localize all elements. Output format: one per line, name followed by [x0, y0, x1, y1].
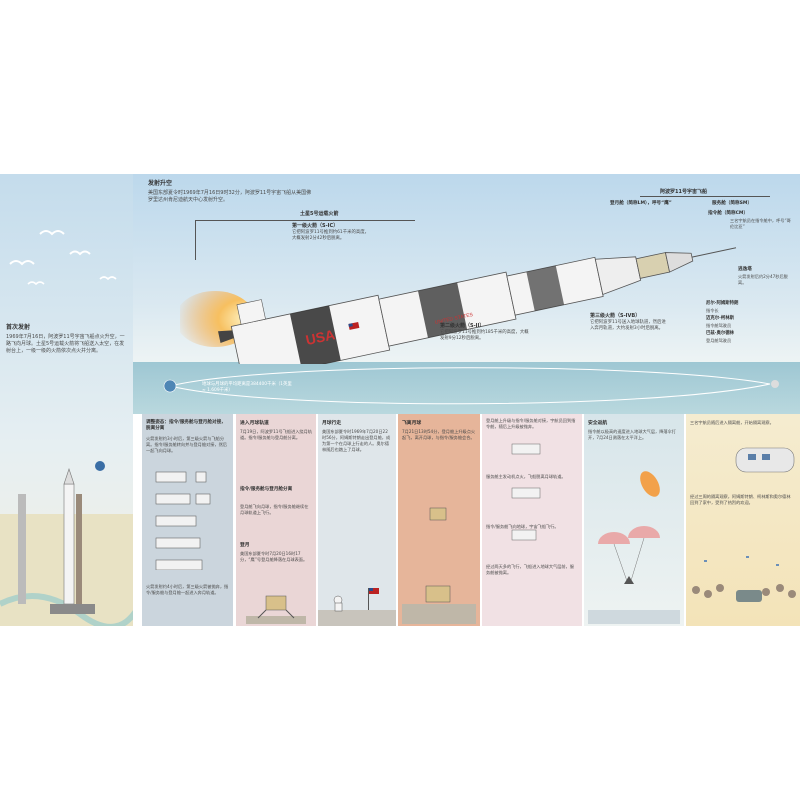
launch-body: 美国东部夏令时1969年7月16日9时32分，阿波罗11号宇宙飞船从美国佛罗里达… [148, 190, 312, 203]
panel-7-body: 三名宇航员随后进入隔离舱，开始隔离观察。 [690, 420, 774, 425]
return-sequence-illustration [511, 443, 541, 541]
label-stage2-title: 第二级火箭（S-II） [440, 323, 485, 329]
usa-text: USA [304, 326, 336, 348]
sea-band [133, 362, 800, 414]
earth-icon [163, 379, 177, 393]
label-lm: 登月舱（简称LM），呼号“鹰” [610, 201, 672, 206]
panel-6: 安全返航 指令舱以极高的速度进入地球大气层，降落伞打开，7月24日溅落在太平洋上… [584, 414, 684, 626]
crew-3-name: 巴兹·奥尔德林 [706, 331, 735, 336]
left-body: 1969年7月16日，阿波罗11号宇宙飞船点火升空，一路飞向月球。土星5号运载火… [6, 334, 125, 354]
crew-2-name: 迈克尔·柯林斯 [706, 316, 735, 321]
panel-1-title: 调整姿态：指令/服务舱与登月舱对接，脱离分离 [146, 420, 226, 431]
panel-4-body: 7月21日13时54分，登月舱上升级点火起飞，离开月球，与指令/服务舱会合。 [402, 429, 476, 440]
label-escape-body: 火箭发射后约2分47秒后脱离。 [738, 274, 788, 285]
book-spread: 首次发射 1969年7月16日，阿波罗11号宇宙飞船点火升空，一路飞向月球。土星… [0, 174, 800, 626]
panel-5-body3: 指令/服务舱飞向地球，宇宙飞船飞行。 [486, 524, 559, 529]
panel-4-title: 飞离月球 [402, 421, 422, 426]
ascent-illustration [402, 507, 476, 624]
left-title: 首次发射 [6, 324, 31, 331]
panel-7: 三名宇航员随后进入隔离舱，开始隔离观察。 经过三周的隔离观察，阿姆斯特朗、柯林斯… [686, 414, 800, 626]
panel-2-body3: 美国东部夏令时7月20日16时17分，“鹰”号登月舱降落在月球表面。 [240, 551, 308, 562]
panel-5-body2: 服务舱主发动机点火，飞船脱离月球轨道。 [486, 474, 566, 479]
leader-saturn-left [195, 220, 196, 260]
label-stage1-body: 它把阿波罗11号推到约61千米的高度，大概发射2分42秒后脱离。 [292, 230, 370, 241]
panel-2-body2: 登月舱飞向月球，指令/服务舱继续在月球轨道上飞行。 [240, 504, 309, 515]
panel-3-title: 月球行走 [322, 421, 342, 426]
panel-3: 月球行走 美国东部夏令时1969年7月20日22时56分，阿姆斯特朗走出登月舱，… [318, 414, 396, 626]
earth-moon-orbit-diagram [163, 367, 779, 405]
moonwalk-illustration [318, 588, 396, 626]
orbit-note: 地球与月球的平均距离是384400千米（1英里 ≈ 1.609千米） [202, 382, 292, 393]
label-stage2-body: 它把阿波罗11号推到约185千米的高度，大概发射9分12秒后脱离。 [440, 330, 529, 341]
panel-7-body2: 经过三周的隔离观察，阿姆斯特朗、柯林斯和奥尔德林回到了家中，受到了热烈的欢迎。 [690, 494, 791, 505]
leader-saturn [195, 220, 415, 221]
panel-3-body: 美国东部夏令时1969年7月20日22时56分，阿姆斯特朗走出登月舱，成为第一个… [322, 429, 391, 452]
docking-sequence-illustration [155, 471, 211, 570]
panel-1: 调整姿态：指令/服务舱与登月舱对接，脱离分离 火箭发射约3小时后，第三级火箭与飞… [142, 414, 233, 626]
launch-title: 发射升空 [148, 180, 173, 187]
leader-spacecraft [640, 196, 770, 197]
label-stage3-body: 它把阿波罗11号送入地球轨道，然后进入奔月轨道，大约发射3小时后脱离。 [590, 320, 666, 331]
splashdown-illustration [588, 471, 680, 624]
saturn-v-rocket: USA UNITED STATES [180, 247, 737, 364]
crew-1-name: 尼尔·阿姆斯特朗 [706, 301, 739, 306]
crew-3-role: 登月舱驾驶员 [706, 338, 732, 343]
moon-icon [771, 380, 779, 388]
panel-4: 飞离月球 7月21日13时54分，登月舱上升级点火起飞，离开月球，与指令/服务舱… [398, 414, 480, 626]
label-sm: 服务舱（简称SM） [712, 201, 753, 206]
panel-6-body: 指令舱以极高的速度进入地球大气层，降落伞打开，7月24日溅落在太平洋上。 [588, 429, 676, 440]
panel-2-body: 7月19日，阿波罗11号飞船进入绕月轨道。指令/服务舱与登月舱分离。 [240, 429, 312, 440]
lunar-module-landing-illustration [246, 595, 306, 624]
panel-6-title: 安全返航 [588, 421, 608, 426]
label-saturn-v: 土星5号运载火箭 [300, 211, 339, 217]
label-cm: 指令舱（简称CM） [708, 211, 749, 216]
crew-2-role: 指令舱驾驶员 [706, 323, 732, 328]
panel-1-foot: 火箭发射约4小时后，第三级火箭被抛弃，指令/服务舱与登月舱一起进入奔月轨道。 [146, 584, 229, 595]
celebration-crowd-illustration [692, 556, 796, 602]
label-stage3-title: 第三级火箭（S-IVB） [590, 313, 641, 319]
crew-1-role: 指令长 [706, 308, 719, 313]
label-stage1-title: 第一级火箭（S-IC） [292, 223, 339, 229]
panel-5-body: 登月舱上升级与指令/服务舱对接，宇航员回到指令舱，随后上升级被抛弃。 [486, 418, 576, 429]
label-cm-body: 三名宇航员在指令舱中，呼号“哥伦比亚” [730, 218, 791, 229]
label-spacecraft: 阿波罗11号宇宙飞船 [660, 189, 707, 195]
panel-5-body4: 经过两天多的飞行，飞船进入地球大气层前，服务舱被抛离。 [486, 564, 574, 575]
quarantine-trailer-illustration [735, 447, 795, 473]
panel-2-title2: 指令/服务舱与登月舱分离 [240, 487, 293, 492]
panel-2-title: 进入月球轨道 [240, 421, 269, 426]
label-escape: 逃逸塔 [738, 267, 752, 272]
panel-2-title3: 登月 [240, 543, 250, 548]
panel-5: 登月舱上升级与指令/服务舱对接，宇航员回到指令舱，随后上升级被抛弃。 服务舱主发… [482, 414, 582, 626]
panel-2: 进入月球轨道 7月19日，阿波罗11号飞船进入绕月轨道。指令/服务舱与登月舱分离… [236, 414, 316, 626]
panel-1-body: 火箭发射约3小时后，第三级火箭与飞船分离。指令/服务舱转向并与登月舱对接，然后一… [146, 436, 227, 453]
seagulls-illustration [9, 230, 117, 286]
launch-pad-illustration [0, 461, 133, 626]
